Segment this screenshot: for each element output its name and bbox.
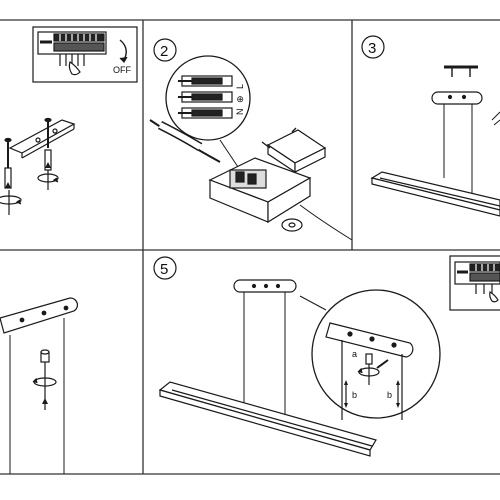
terminal-block-icon [37, 31, 107, 66]
wire-connector-icon [178, 75, 233, 119]
panel-6 [449, 255, 500, 311]
panel-grid [0, 19, 500, 475]
terminal-earth-label: ⊕ [235, 95, 245, 103]
step-2-number: 2 [160, 43, 168, 60]
output-wire [299, 204, 353, 241]
step-3-badge [361, 35, 385, 59]
inset-switch-box [32, 26, 138, 83]
cable-grip-icon [32, 349, 57, 410]
junction-box [208, 157, 312, 232]
hand-icon [68, 61, 81, 76]
label-b-right: b [387, 390, 392, 400]
box-cover [266, 129, 327, 174]
panel-5: 5 a [153, 256, 441, 457]
screw-icon [4, 117, 52, 168]
screwdriver-icon [261, 127, 297, 149]
terminal-labels: N ⊕ L [235, 84, 245, 115]
label-b-left: b [352, 390, 357, 400]
ceiling-canopy [0, 297, 78, 334]
rotate-screw-icon [0, 170, 59, 215]
step-3-number: 3 [368, 40, 376, 57]
label-a: a [352, 349, 357, 359]
panel-2: 2 N ⊕ L [149, 38, 353, 241]
ceiling-canopy [431, 91, 483, 105]
rotate-arrow-icon [119, 39, 127, 61]
terminal-n-label: N [235, 109, 245, 116]
step-2-badge [153, 38, 177, 62]
terminal-block-icon [454, 261, 500, 294]
ceiling-canopy [233, 279, 297, 293]
terminal-l-label: L [235, 84, 245, 89]
inset-switch-box [449, 255, 500, 311]
panel-4 [0, 297, 78, 474]
panel-1: OFF [0, 26, 138, 215]
off-label: OFF [113, 65, 131, 75]
adjust-arrows [344, 380, 400, 408]
hand-icon [489, 291, 499, 303]
mounting-bracket [8, 119, 76, 159]
light-bar [370, 171, 500, 217]
bracket-top [444, 65, 478, 77]
step-5-number: 5 [160, 261, 168, 278]
up-arrow-icon [5, 182, 11, 188]
light-bar [158, 381, 377, 457]
zoom-circle [311, 289, 441, 419]
cable-grip-icon [357, 353, 389, 385]
canopy-detail [325, 322, 414, 358]
panel-3: 3 [361, 35, 500, 217]
step-5-badge [153, 256, 177, 280]
